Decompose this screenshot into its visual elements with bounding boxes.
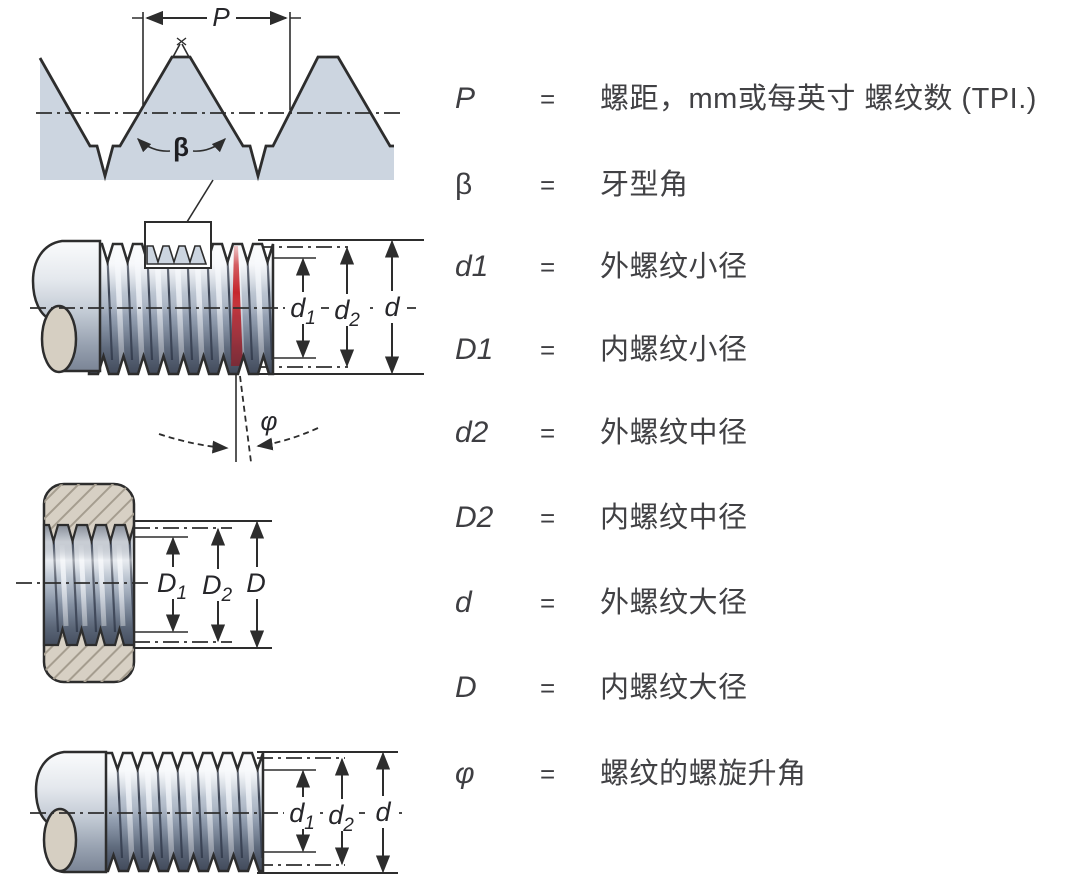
profile-fill	[40, 57, 394, 180]
external-thread-lower-diagram: d1 d2 d	[30, 750, 402, 874]
equals-sign: =	[540, 503, 556, 533]
d2-label: d2	[334, 295, 360, 331]
D-label: D	[246, 568, 266, 598]
legend-symbol: d2	[455, 416, 489, 449]
legend-row-d2: d2 = 外螺纹中径	[452, 412, 1080, 454]
d2-label: d2	[328, 800, 354, 836]
d1-label: d1	[290, 293, 316, 329]
d1-label: d1	[289, 798, 315, 834]
legend-row-d: d = 外螺纹大径	[452, 582, 1080, 624]
helix-arc-left	[158, 433, 229, 454]
D1-label: D1	[157, 568, 187, 604]
legend: P = 螺距，mm或每英寸 螺纹数 (TPI.) β = 牙型角 d1 = 外螺…	[452, 0, 1080, 888]
D2-label: D2	[202, 570, 233, 606]
beta-arrow-left	[136, 137, 171, 153]
legend-symbol: P	[455, 82, 476, 115]
legend-symbol: D1	[455, 333, 494, 366]
equals-sign: =	[540, 252, 556, 282]
crest-x-mark	[176, 37, 187, 46]
legend-symbol: β	[455, 168, 473, 201]
legend-meaning: 内螺纹中径	[600, 502, 748, 534]
profile-outline	[38, 55, 394, 182]
equals-sign: =	[540, 418, 556, 448]
equals-sign: =	[540, 673, 556, 703]
legend-symbol: d1	[455, 250, 489, 283]
external-thread-upper-diagram: d1 d2 d φ	[30, 221, 424, 463]
legend-row-D: D = 内螺纹大径	[452, 667, 1080, 709]
equals-sign: =	[540, 759, 556, 789]
equals-sign: =	[540, 335, 556, 365]
legend-row-flank-angle: β = 牙型角	[452, 164, 1080, 206]
legend-meaning: 螺距，mm或每英寸 螺纹数 (TPI.)	[600, 83, 1037, 115]
legend-meaning: 牙型角	[600, 169, 689, 201]
d2-crest-centerlines	[257, 757, 345, 866]
legend-row-D1: D1 = 内螺纹小径	[452, 329, 1080, 371]
D-extension-lines	[134, 520, 272, 649]
d-label: d	[375, 797, 391, 827]
legend-meaning: 内螺纹小径	[600, 334, 748, 366]
equals-sign: =	[540, 84, 556, 114]
helix-arc-right	[256, 427, 319, 451]
pitch-label: P	[212, 2, 230, 32]
legend-symbol: D	[455, 671, 477, 704]
legend-row-helix-angle: φ = 螺纹的螺旋升角	[452, 753, 1080, 795]
detail-profile	[146, 245, 208, 265]
flank-angle-label: β	[173, 132, 189, 162]
d1-label-bg	[285, 292, 321, 324]
d-label: d	[384, 292, 400, 322]
pitch-extension-lines	[142, 12, 291, 110]
thread-texture	[99, 753, 263, 871]
d-label-bg	[378, 291, 406, 323]
d-label-bg	[368, 796, 397, 828]
crest-construction-lines	[172, 43, 190, 58]
legend-meaning: 外螺纹大径	[600, 587, 748, 619]
legend-meaning: 内螺纹大径	[600, 672, 748, 704]
profile-diagram: P β	[36, 2, 400, 223]
beta-arrow-right	[192, 137, 227, 153]
helix-angle-label: φ	[261, 406, 278, 436]
legend-row-D2: D2 = 内螺纹中径	[452, 497, 1080, 539]
legend-row-pitch: P = 螺距，mm或每英寸 螺纹数 (TPI.)	[452, 78, 1080, 120]
legend-meaning: 螺纹的螺旋升角	[600, 758, 807, 790]
equals-sign: =	[540, 170, 556, 200]
detail-leader-line	[186, 179, 214, 223]
legend-symbol: d	[455, 586, 472, 619]
d-extension-lines	[257, 751, 398, 874]
legend-symbol: φ	[455, 757, 475, 790]
thread-texture	[89, 244, 273, 374]
d2-label-bg	[323, 799, 359, 831]
shank-end-face	[42, 807, 78, 873]
internal-thread-diagram: D1 D2 D	[16, 482, 272, 684]
helix-slant-line	[239, 375, 252, 463]
D1-label-bg	[153, 567, 191, 599]
legend-meaning: 外螺纹中径	[600, 417, 748, 449]
D2-label-bg	[198, 569, 236, 601]
bore-texture	[44, 525, 134, 645]
equals-sign: =	[540, 588, 556, 618]
d2-label-bg	[329, 294, 365, 326]
d1-label-bg	[284, 797, 320, 829]
legend-row-d1: d1 = 外螺纹小径	[452, 246, 1080, 288]
D-label-bg	[242, 567, 271, 599]
legend-meaning: 外螺纹小径	[600, 251, 748, 283]
shank-end-face	[40, 304, 78, 374]
legend-symbol: D2	[455, 501, 494, 534]
